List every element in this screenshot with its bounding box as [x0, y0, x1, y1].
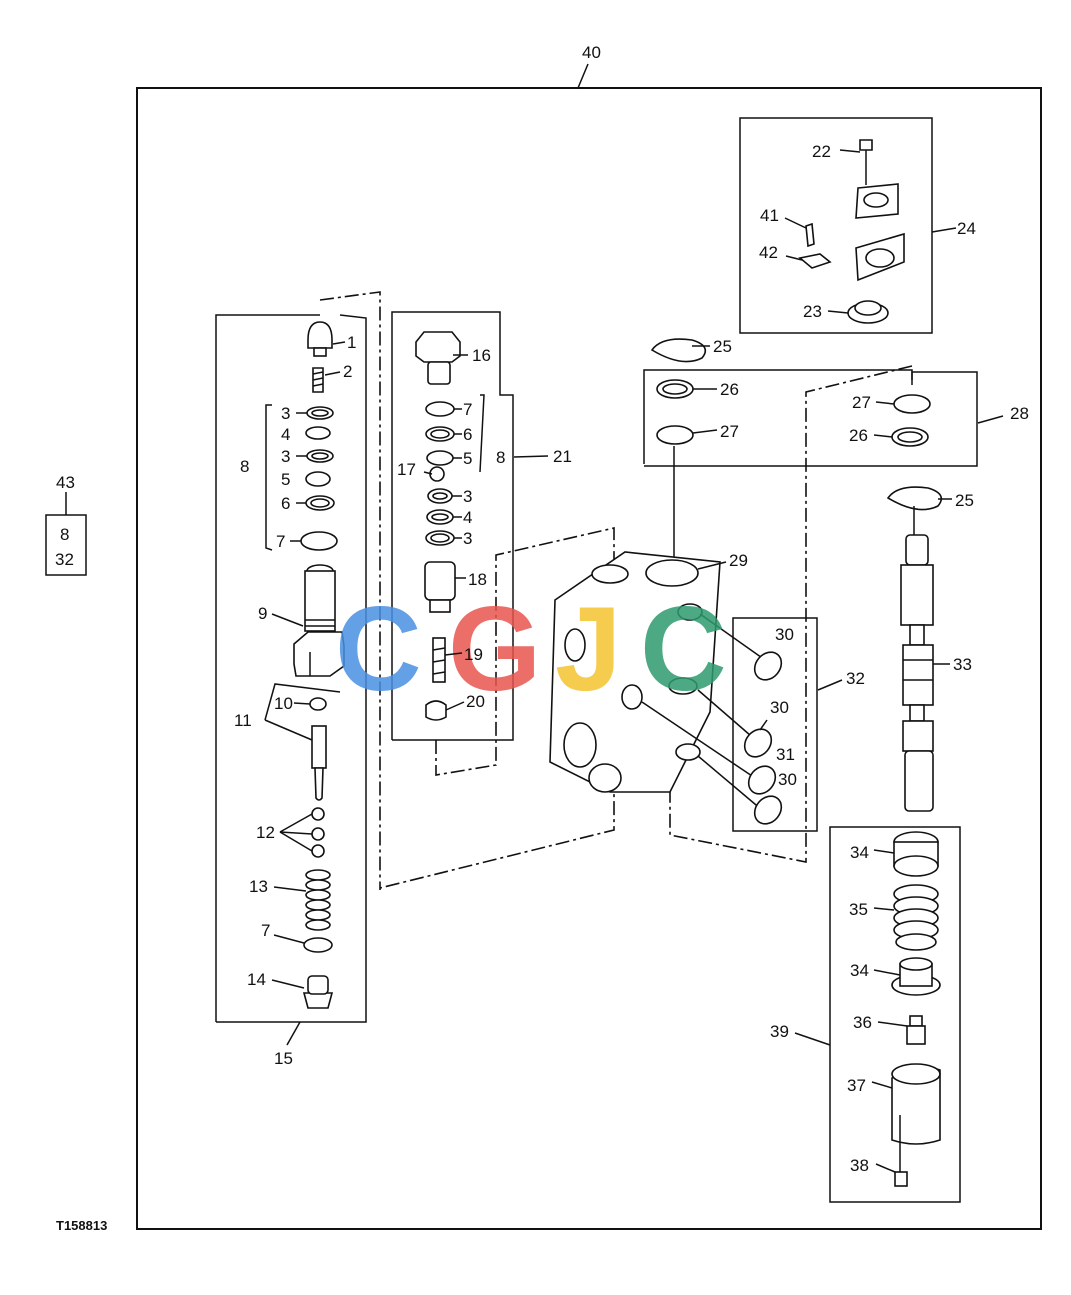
kit-frame-24	[739, 117, 957, 334]
callout-10: 10	[274, 694, 293, 713]
callout-34a: 34	[850, 843, 869, 862]
callout-40: 40	[582, 43, 601, 62]
callout-27b: 27	[852, 393, 871, 412]
callout-19: 19	[464, 645, 483, 664]
callout-25b: 25	[955, 491, 974, 510]
watermark-letter-2: G	[448, 582, 541, 716]
callout-38: 38	[850, 1156, 869, 1175]
watermark-letter-4: C	[640, 582, 727, 716]
watermark-letter-3: J	[555, 582, 622, 716]
kit-frame-32	[732, 617, 843, 832]
callout-6: 6	[281, 494, 290, 513]
callout-32: 32	[846, 669, 865, 688]
callout-43: 43	[56, 473, 75, 492]
callout-30a: 30	[775, 625, 794, 644]
callout-7b: 7	[261, 921, 270, 940]
callout-33: 33	[953, 655, 972, 674]
kit-frame-15	[215, 291, 381, 1046]
left-valve-stack	[264, 321, 345, 1009]
callout-30c: 30	[778, 770, 797, 789]
kit-frame-39	[794, 826, 961, 1203]
callout-3d: 3	[463, 529, 472, 548]
callout-18: 18	[468, 570, 487, 589]
callout-28: 28	[1010, 404, 1029, 423]
callout-23: 23	[803, 302, 822, 321]
callout-21: 21	[553, 447, 572, 466]
callout-29: 29	[729, 551, 748, 570]
spring-13	[305, 869, 331, 931]
reference-box-43	[45, 514, 87, 576]
callout-1: 1	[347, 333, 356, 352]
callout-7a: 7	[276, 532, 285, 551]
callout-9: 9	[258, 604, 267, 623]
callout-17: 17	[397, 460, 416, 479]
callout-16: 16	[472, 346, 491, 365]
kit-frame-21	[379, 311, 615, 889]
callout-43-box-bottom: 32	[55, 550, 74, 569]
callout-35: 35	[849, 900, 868, 919]
callout-20: 20	[466, 692, 485, 711]
valve-body-29	[549, 551, 766, 811]
leader-lines	[264, 149, 952, 1173]
callout-24: 24	[957, 219, 976, 238]
callout-3a: 3	[281, 404, 290, 423]
callout-39: 39	[770, 1022, 789, 1041]
callout-8a: 8	[240, 457, 249, 476]
callout-43-box-top: 8	[60, 525, 69, 544]
callout-3b: 3	[281, 447, 290, 466]
spool-33	[900, 506, 934, 812]
callout-26a: 26	[720, 380, 739, 399]
callout-30b: 30	[770, 698, 789, 717]
callout-15: 15	[274, 1049, 293, 1068]
callout-5: 5	[281, 470, 290, 489]
callout-2: 2	[343, 362, 352, 381]
callout-5b: 5	[463, 449, 472, 468]
callout-11: 11	[234, 711, 252, 730]
callout-26b: 26	[849, 426, 868, 445]
callout-labels: 40 43 8 32 1 2 3 4 3 5 6 7 8 9 10 11 12 …	[55, 43, 1029, 1233]
callout-25a: 25	[713, 337, 732, 356]
callout-4: 4	[281, 425, 290, 444]
callout-14: 14	[247, 970, 266, 989]
callout-8b: 8	[496, 448, 505, 467]
callout-22: 22	[812, 142, 831, 161]
callout-7c: 7	[463, 400, 472, 419]
callout-27a: 27	[720, 422, 739, 441]
callout-36: 36	[853, 1013, 872, 1032]
callout-37: 37	[847, 1076, 866, 1095]
assembly-frame-40	[136, 87, 1042, 1230]
callout-13: 13	[249, 877, 268, 896]
figure-id: T158813	[56, 1218, 107, 1233]
callout-41: 41	[760, 206, 779, 225]
callout-34b: 34	[850, 961, 869, 980]
callout-31: 31	[776, 745, 795, 764]
middle-valve-stack	[415, 331, 461, 721]
callout-3c: 3	[463, 487, 472, 506]
callout-6b: 6	[463, 425, 472, 444]
callout-4b: 4	[463, 508, 472, 527]
watermark-letter-1: C	[335, 582, 422, 716]
watermark: C G J C	[335, 582, 727, 716]
callout-12: 12	[256, 823, 275, 842]
callout-42: 42	[759, 243, 778, 262]
